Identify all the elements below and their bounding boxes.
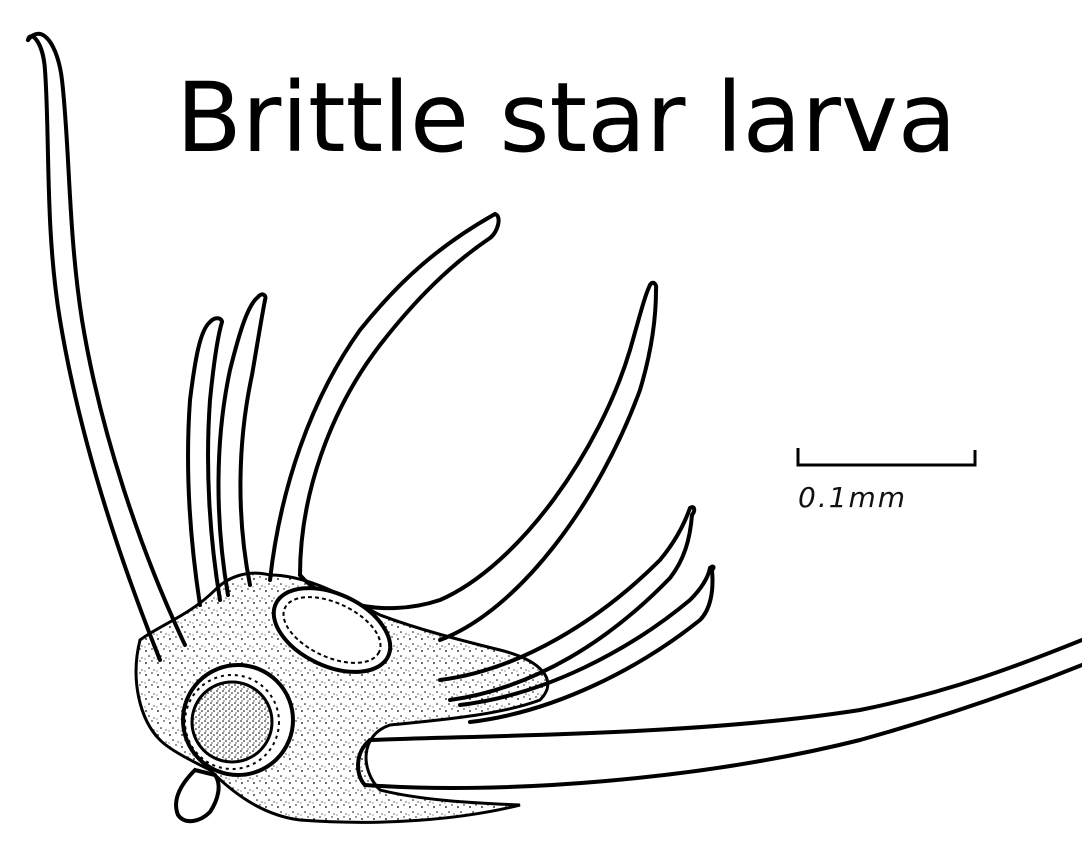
scale-bar bbox=[798, 448, 975, 465]
arm-left-inner-2 bbox=[218, 294, 265, 595]
arm-posterolateral-left bbox=[28, 34, 185, 660]
larva-knob bbox=[176, 770, 219, 821]
larva-rudiment bbox=[183, 665, 293, 775]
arm-anterolateral bbox=[270, 214, 499, 580]
scale-bar-label: 0.1mm bbox=[798, 484, 907, 512]
arm-left-inner-1 bbox=[188, 318, 222, 605]
